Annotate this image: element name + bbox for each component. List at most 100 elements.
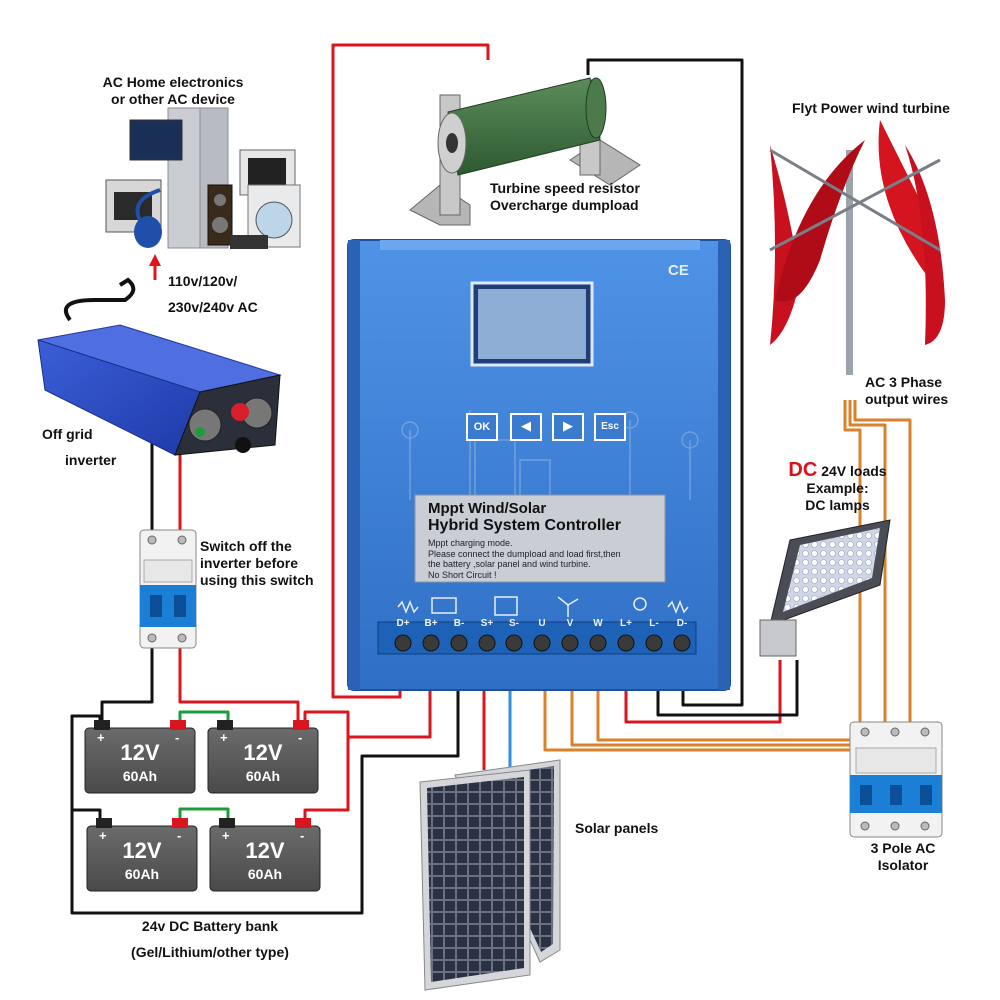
wire-battery-positive [303, 682, 432, 739]
battery-negative-mark-3: - [177, 828, 182, 843]
inverter-label-line1: Off grid [42, 426, 93, 442]
battery-voltage-2: 12V [243, 740, 283, 765]
resistor-label-line1: Turbine speed resistor [490, 180, 640, 196]
solar-label: Solar panels [575, 820, 659, 836]
wire-inverter-positive [178, 455, 300, 725]
isolator-label-line1: 3 Pole AC [870, 840, 936, 856]
resistor-icon-left [397, 599, 419, 615]
wire-battery-negative-2 [72, 808, 102, 822]
wind-icon [557, 596, 579, 617]
battery-negative-mark-2: - [298, 730, 303, 745]
battery-capacity-1: 60Ah [122, 768, 158, 784]
battery-positive-mark-1: + [97, 730, 105, 745]
battery-negative-mark-4: - [300, 828, 305, 843]
battery-positive-mark-2: + [220, 730, 228, 745]
controller-buttons: OK ◀ ▶ Esc [466, 413, 626, 441]
dc-loads-text: 24V loads [817, 463, 887, 479]
terminal-label-2: B- [453, 618, 465, 629]
controller-note-line4: No Short Circuit ! [428, 569, 497, 580]
terminal-label-1: B+ [424, 618, 438, 629]
wire-series-link-1 [178, 710, 230, 725]
battery-4 [209, 818, 321, 892]
inverter-label-line2: inverter [65, 452, 117, 468]
controller-note-line1: Mppt charging mode. [428, 538, 513, 548]
controller-title-line2: Hybrid System Controller [428, 517, 621, 534]
wire-dumpload-positive [331, 43, 490, 699]
hybrid-controller [347, 239, 731, 691]
switch-note-line3: using this switch [200, 572, 314, 588]
wind-turbine-image [769, 120, 945, 375]
battery-capacity-4: 60Ah [247, 866, 283, 882]
terminal-label-5: U [538, 618, 546, 629]
switch-note-line2: inverter before [200, 555, 299, 571]
left-button[interactable]: ◀ [510, 413, 542, 441]
dc-street-lamp-image [759, 519, 891, 657]
ac-home-label-line1: AC Home electronics [102, 74, 244, 90]
terminal-label-8: L+ [620, 618, 632, 629]
esc-button[interactable]: Esc [594, 413, 626, 441]
terminal-label-10: D- [676, 618, 688, 629]
battery-2 [207, 720, 319, 794]
isolator-label-line2: Isolator [877, 857, 929, 873]
controller-note-line2: Please connect the dumpload and load fir… [428, 548, 621, 559]
ac-output-label: AC 3 Phase output wires [865, 374, 948, 408]
wire-dumpload-negative [586, 58, 744, 707]
controller-note-line3: the battery ,solar panel and wind turbin… [428, 559, 591, 569]
battery-capacity-2: 60Ah [245, 768, 281, 784]
dc-prefix: DC [788, 459, 818, 481]
battery-bank [84, 720, 321, 892]
ce-mark: CE [668, 262, 689, 279]
ac-voltage-line2: 230v/240v AC [168, 299, 258, 315]
wire-load-positive [624, 660, 782, 724]
battery-type-label: (Gel/Lithium/other type) [131, 944, 289, 960]
ac-voltage-label: 110v/120v/ 230v/240v AC [168, 268, 258, 320]
ac-output-line1: AC 3 Phase [865, 374, 943, 390]
ac-home-label: AC Home electronics or other AC device [78, 74, 268, 108]
terminal-label-9: L- [649, 618, 659, 629]
turbine-label: Flyt Power wind turbine [792, 100, 950, 116]
battery-voltage-3: 12V [122, 838, 162, 863]
ok-button[interactable]: OK [466, 413, 498, 441]
terminal-label-3: S+ [480, 618, 494, 629]
terminal-screws [394, 634, 691, 652]
wire-battery-positive-2 [303, 737, 350, 822]
terminal-label-0: D+ [396, 618, 410, 629]
battery-icon [431, 597, 457, 614]
solar-panels-image [419, 759, 561, 991]
dc-lamps-text: DC lamps [805, 497, 870, 513]
solar-icon [494, 596, 518, 616]
battery-voltage-1: 12V [120, 740, 160, 765]
battery-capacity-3: 60Ah [124, 866, 160, 882]
battery-voltage-4: 12V [245, 838, 285, 863]
right-button[interactable]: ▶ [552, 413, 584, 441]
battery-bank-label: 24v DC Battery bank [141, 918, 279, 934]
dumpload-resistor-image [409, 77, 641, 226]
isolator-label: 3 Pole AC Isolator [858, 840, 948, 874]
terminal-icons [397, 596, 689, 617]
wire-battery-negative [70, 682, 460, 915]
battery-positive-mark-3: + [99, 828, 107, 843]
battery-1 [84, 720, 196, 794]
switch-note-line1: Switch off the [200, 538, 292, 554]
switch-note: Switch off the inverter before using thi… [200, 538, 314, 589]
terminal-label-4: S- [509, 618, 519, 629]
off-grid-inverter-image [37, 277, 282, 456]
wire-series-link-2 [178, 807, 230, 822]
ac-output-line2: output wires [865, 391, 949, 407]
dc-example-text: Example: [806, 480, 869, 496]
terminal-label-7: W [593, 618, 603, 629]
wire-load-negative [656, 660, 799, 717]
ac-home-label-line2: or other AC device [111, 91, 235, 107]
battery-3 [86, 818, 198, 892]
ac-isolator-switch [849, 721, 943, 838]
terminal-label-6: V [566, 618, 574, 629]
resistor-icon-right [667, 599, 689, 615]
battery-positive-mark-4: + [222, 828, 230, 843]
ac-home-electronics-image [105, 107, 301, 280]
resistor-label: Turbine speed resistor Overcharge dumplo… [490, 180, 640, 214]
ac-voltage-line1: 110v/120v/ [168, 273, 238, 289]
controller-title-line1: Mppt Wind/Solar [428, 500, 547, 517]
lamp-icon [633, 597, 647, 611]
